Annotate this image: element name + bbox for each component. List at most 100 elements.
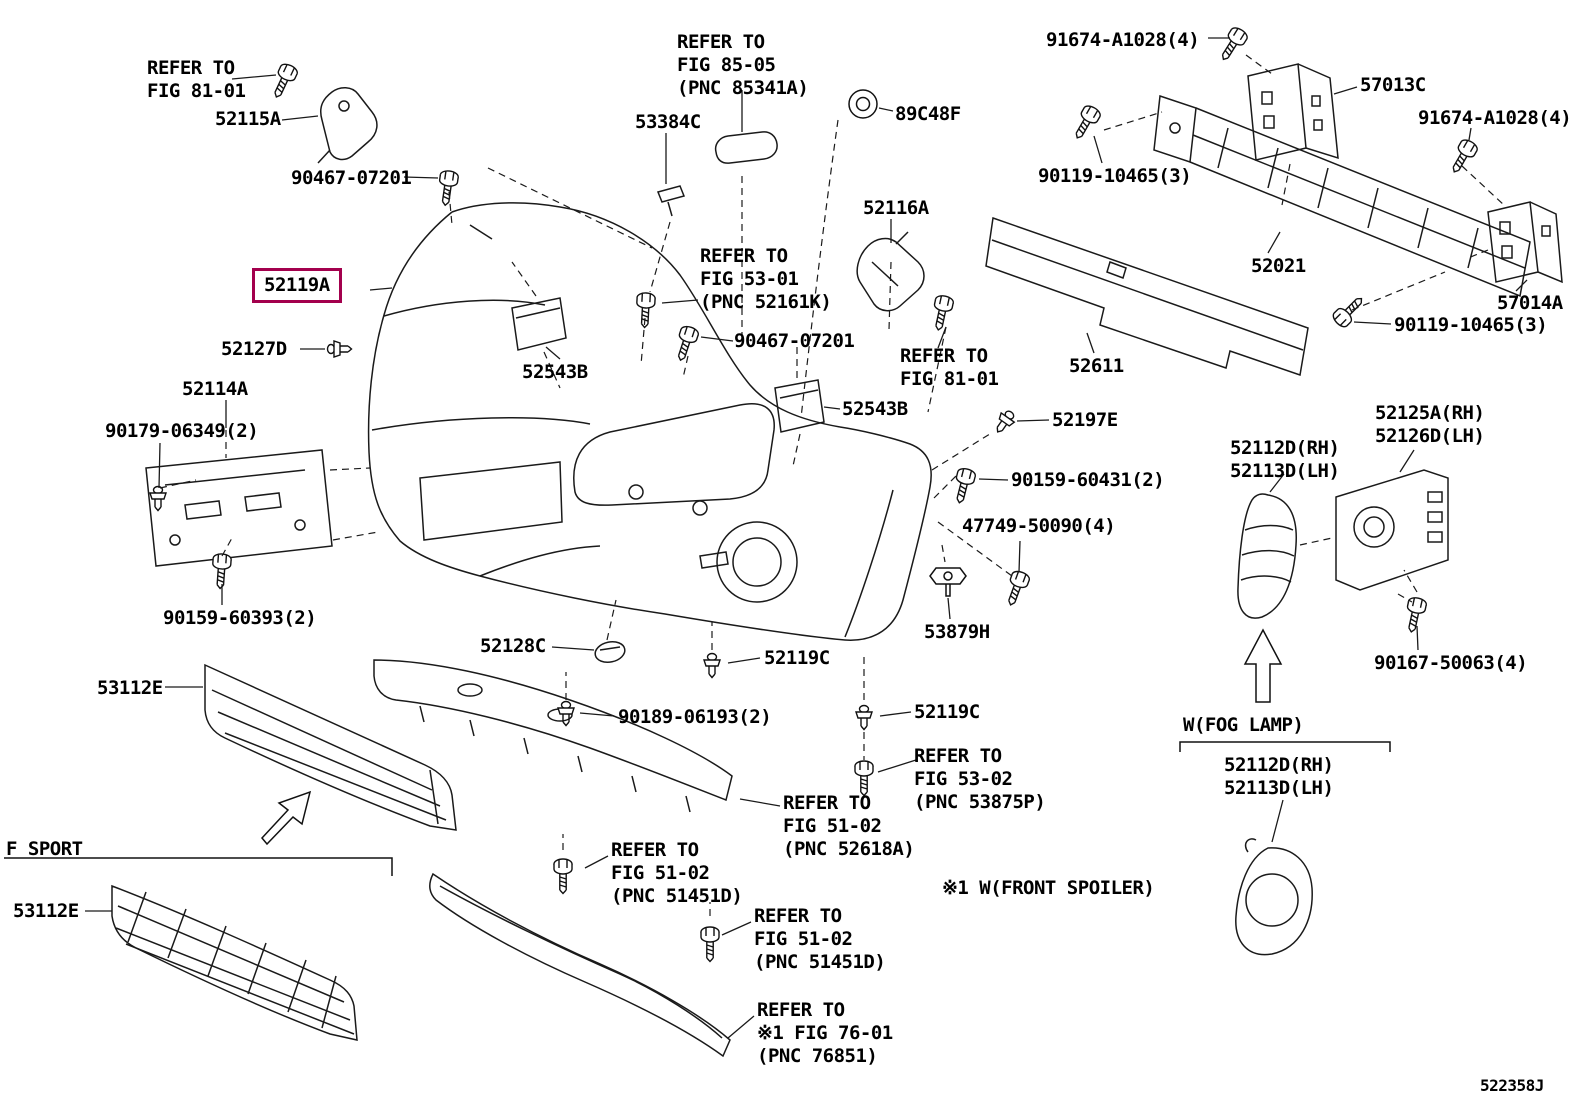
foglamp-section-line — [1179, 741, 1391, 752]
part-label-53112E-a[interactable]: 53112E — [97, 677, 163, 699]
bracket-57013C-art — [1247, 63, 1339, 161]
grommet-89C48F-art — [848, 89, 878, 119]
ref-label-fig51-02-b[interactable]: REFER TO FIG 51-02 (PNC 51451D) — [611, 839, 743, 908]
part-label-90167-50063[interactable]: 90167-50063(4) — [1374, 652, 1528, 674]
energy-absorber-52611-art — [985, 216, 1309, 376]
part-label-89C48F[interactable]: 89C48F — [895, 103, 961, 125]
note-w-fog-lamp: W(FOG LAMP) — [1183, 714, 1304, 736]
bolt-icon — [949, 466, 978, 506]
part-label-52114A[interactable]: 52114A — [182, 378, 248, 400]
ref-label-fig51-02-c[interactable]: REFER TO FIG 51-02 (PNC 51451D) — [754, 905, 886, 974]
clip-icon — [990, 406, 1019, 438]
bolt-icon — [1329, 291, 1369, 331]
bracket-57014A-art — [1487, 201, 1563, 284]
part-label-52021[interactable]: 52021 — [1251, 255, 1306, 277]
fog-bezel-52112D-art — [1237, 493, 1297, 619]
clip-icon — [326, 340, 353, 358]
license-bracket-52114A-art — [145, 449, 333, 567]
bumper-cover-art — [367, 202, 932, 641]
pad-85341A-art — [714, 131, 778, 164]
part-label-52543B-a[interactable]: 52543B — [522, 361, 588, 383]
arrow-up-right-icon — [261, 790, 312, 846]
lower-grille-53112E-art — [204, 663, 457, 831]
part-label-90159-60393[interactable]: 90159-60393(2) — [163, 607, 317, 629]
diagram-code: 522358J — [1480, 1076, 1544, 1095]
arrow-up-icon — [1243, 628, 1283, 703]
part-label-52127D[interactable]: 52127D — [221, 338, 287, 360]
part-label-90467-07201-b[interactable]: 90467-07201 — [734, 330, 855, 352]
part-label-53112E-b[interactable]: 53112E — [13, 900, 79, 922]
part-label-52119A-highlighted[interactable]: 52119A — [252, 268, 342, 304]
bolt-icon — [671, 323, 701, 364]
ref-label-fig81-01-a[interactable]: REFER TO FIG 81-01 — [147, 57, 246, 103]
pad-52543B-left-art — [511, 297, 567, 351]
part-label-52125A-52126D[interactable]: 52125A(RH) 52126D(LH) — [1375, 402, 1485, 448]
fog-bracket-52125A-art — [1335, 469, 1449, 591]
part-label-52112D-52113D-b[interactable]: 52112D(RH) 52113D(LH) — [1224, 754, 1334, 800]
part-label-90189-06193[interactable]: 90189-06193(2) — [618, 706, 772, 728]
part-label-52197E[interactable]: 52197E — [1052, 409, 1118, 431]
ref-label-fig85-05[interactable]: REFER TO FIG 85-05 (PNC 85341A) — [677, 31, 809, 100]
ref-label-fig81-01-b[interactable]: REFER TO FIG 81-01 — [900, 345, 999, 391]
side-support-52116A-art — [856, 231, 925, 312]
bolt-icon — [1001, 568, 1032, 609]
screw-icon — [1401, 595, 1428, 635]
ref-label-fig53-01[interactable]: REFER TO FIG 53-01 (PNC 52161K) — [700, 245, 832, 314]
note-f-sport: F SPORT — [6, 838, 83, 860]
reinforcement-bar-52021-art — [1153, 94, 1531, 298]
part-label-90159-60431[interactable]: 90159-60431(2) — [1011, 469, 1165, 491]
part-label-52115A[interactable]: 52115A — [215, 108, 281, 130]
ref-label-fig53-02[interactable]: REFER TO FIG 53-02 (PNC 53875P) — [914, 745, 1046, 814]
part-label-47749-50090[interactable]: 47749-50090(4) — [962, 515, 1116, 537]
bolt-icon — [1068, 102, 1103, 144]
screw-icon — [854, 760, 874, 797]
bolt-icon — [267, 61, 300, 102]
cover-52128C-art — [594, 640, 626, 664]
fsport-section-line — [4, 857, 393, 876]
clip-icon — [149, 485, 167, 512]
undercover-art — [373, 659, 733, 813]
sensor-53879H-art — [929, 567, 967, 597]
part-label-91674-A1028-a[interactable]: 91674-A1028(4) — [1046, 29, 1200, 51]
part-label-52119C-b[interactable]: 52119C — [914, 701, 980, 723]
screw-icon — [700, 926, 720, 963]
part-label-52119C-a[interactable]: 52119C — [764, 647, 830, 669]
clip-52127D-art — [326, 340, 353, 358]
part-label-90467-07201-a[interactable]: 90467-07201 — [291, 167, 412, 189]
part-label-90119-10465-a[interactable]: 90119-10465(3) — [1038, 165, 1192, 187]
part-label-52116A[interactable]: 52116A — [863, 197, 929, 219]
part-label-52112D-52113D-a[interactable]: 52112D(RH) 52113D(LH) — [1230, 437, 1340, 483]
part-label-52128C[interactable]: 52128C — [480, 635, 546, 657]
fog-cover-lower-52112D-art — [1235, 838, 1313, 956]
screw-icon — [210, 552, 233, 590]
screw-icon — [634, 291, 657, 329]
ref-label-fig76-01[interactable]: REFER TO ※1 FIG 76-01 (PNC 76851) — [757, 999, 893, 1068]
part-label-90179-06349[interactable]: 90179-06349(2) — [105, 420, 259, 442]
part-label-53879H[interactable]: 53879H — [924, 621, 990, 643]
part-label-91674-A1028-b[interactable]: 91674-A1028(4) — [1418, 107, 1572, 129]
side-bracket-52115A-art — [317, 87, 378, 164]
bolt-icon — [1445, 136, 1480, 178]
leader-lines — [85, 37, 1528, 1039]
part-label-57014A[interactable]: 57014A — [1497, 292, 1563, 314]
note-front-spoiler: ※1 W(FRONT SPOILER) — [942, 877, 1155, 899]
part-label-90119-10465-b[interactable]: 90119-10465(3) — [1394, 314, 1548, 336]
part-label-57013C[interactable]: 57013C — [1360, 74, 1426, 96]
part-label-52611[interactable]: 52611 — [1069, 355, 1124, 377]
lower-spoiler-art — [429, 872, 731, 1058]
grommet-icon — [848, 89, 878, 119]
bolt-icon — [928, 293, 955, 333]
ref-label-fig51-02-a[interactable]: REFER TO FIG 51-02 (PNC 52618A) — [783, 792, 915, 861]
part-label-52543B-b[interactable]: 52543B — [842, 398, 908, 420]
bolt-icon — [435, 169, 460, 208]
fsport-grille-53112E-art — [111, 884, 358, 1041]
clip-icon — [557, 700, 575, 727]
screw-icon — [553, 858, 573, 895]
clip-icon — [703, 652, 721, 679]
clip-icon — [855, 704, 873, 731]
finisher-53384C-art — [656, 185, 686, 217]
part-label-53384C[interactable]: 53384C — [635, 111, 701, 133]
dashed-leader-lines — [159, 54, 1506, 916]
